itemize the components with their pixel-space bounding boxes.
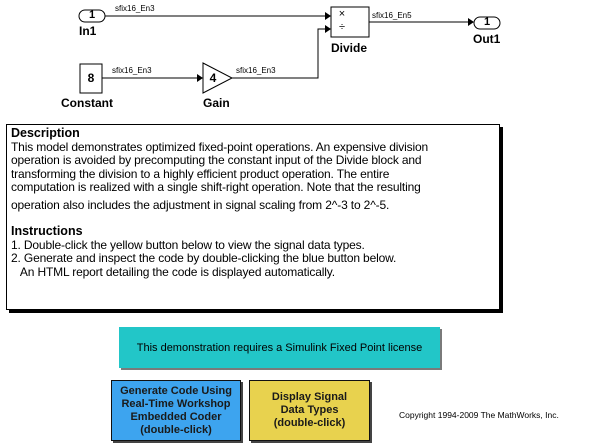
description-line-4: computation is realized with a single sh… xyxy=(11,180,421,194)
divide-label: Divide xyxy=(331,41,368,55)
display-types-line-1: Display Signal xyxy=(271,391,348,403)
instructions-heading: Instructions xyxy=(11,224,83,238)
out1-port-number: 1 xyxy=(483,16,491,28)
generate-code-line-4: (double-click) xyxy=(140,423,212,436)
signal-label-gain: sfix16_En3 xyxy=(236,66,276,75)
description-line-3: transforming the division to a highly ef… xyxy=(11,166,390,181)
signal-label-constant: sfix16_En3 xyxy=(112,66,152,75)
arrowhead-icon xyxy=(197,74,203,82)
license-notice: This demonstration requires a Simulink F… xyxy=(119,327,440,368)
description-line-1: This model demonstrates optimized fixed-… xyxy=(11,139,429,154)
generate-code-line-1: Generate Code Using xyxy=(120,384,232,397)
display-data-types-button[interactable]: Display Signal Data Types (double-click) xyxy=(249,380,370,441)
description-annotation: Description This model demonstrates opti… xyxy=(6,124,500,310)
arrowhead-icon xyxy=(325,25,331,33)
in1-label: In1 xyxy=(79,24,97,38)
description-line-2: operation is avoided by precomputing the… xyxy=(11,153,422,167)
signal-label-in1: sfix16_En3 xyxy=(115,4,155,13)
generate-code-button[interactable]: Generate Code Using Real-Time Workshop E… xyxy=(111,380,241,441)
constant-value: 8 xyxy=(87,71,95,85)
generate-code-line-2: Real-Time Workshop xyxy=(121,397,231,410)
signal-line-gain-divide xyxy=(232,28,325,79)
signal-label-divide: sfix16_En5 xyxy=(372,11,412,20)
divide-icon: ÷ xyxy=(338,21,346,33)
divide-block[interactable] xyxy=(330,6,370,38)
generate-code-line-3: Embedded Coder xyxy=(130,410,222,423)
out1-label: Out1 xyxy=(473,32,501,46)
multiply-icon: × xyxy=(338,8,346,20)
copyright-notice: Copyright 1994-2009 The MathWorks, Inc. xyxy=(399,410,559,420)
display-types-line-2: Data Types xyxy=(280,404,339,416)
license-notice-text: This demonstration requires a Simulink F… xyxy=(136,341,423,354)
arrowhead-icon xyxy=(468,18,474,26)
description-heading: Description xyxy=(11,126,80,140)
arrowhead-icon xyxy=(325,12,331,20)
instruction-3: An HTML report detailing the code is dis… xyxy=(11,264,335,279)
in1-port-number: 1 xyxy=(88,9,96,21)
out1-port-block[interactable] xyxy=(473,16,501,30)
instruction-2: 2. Generate and inspect the code by doub… xyxy=(11,251,397,265)
block-diagram xyxy=(78,6,501,94)
constant-label: Constant xyxy=(61,96,113,110)
gain-label: Gain xyxy=(203,96,230,110)
instruction-1: 1. Double-click the yellow button below … xyxy=(11,237,365,252)
description-line-5: operation also includes the adjustment i… xyxy=(11,197,390,212)
display-types-line-3: (double-click) xyxy=(273,417,346,429)
gain-value: 4 xyxy=(209,71,217,85)
